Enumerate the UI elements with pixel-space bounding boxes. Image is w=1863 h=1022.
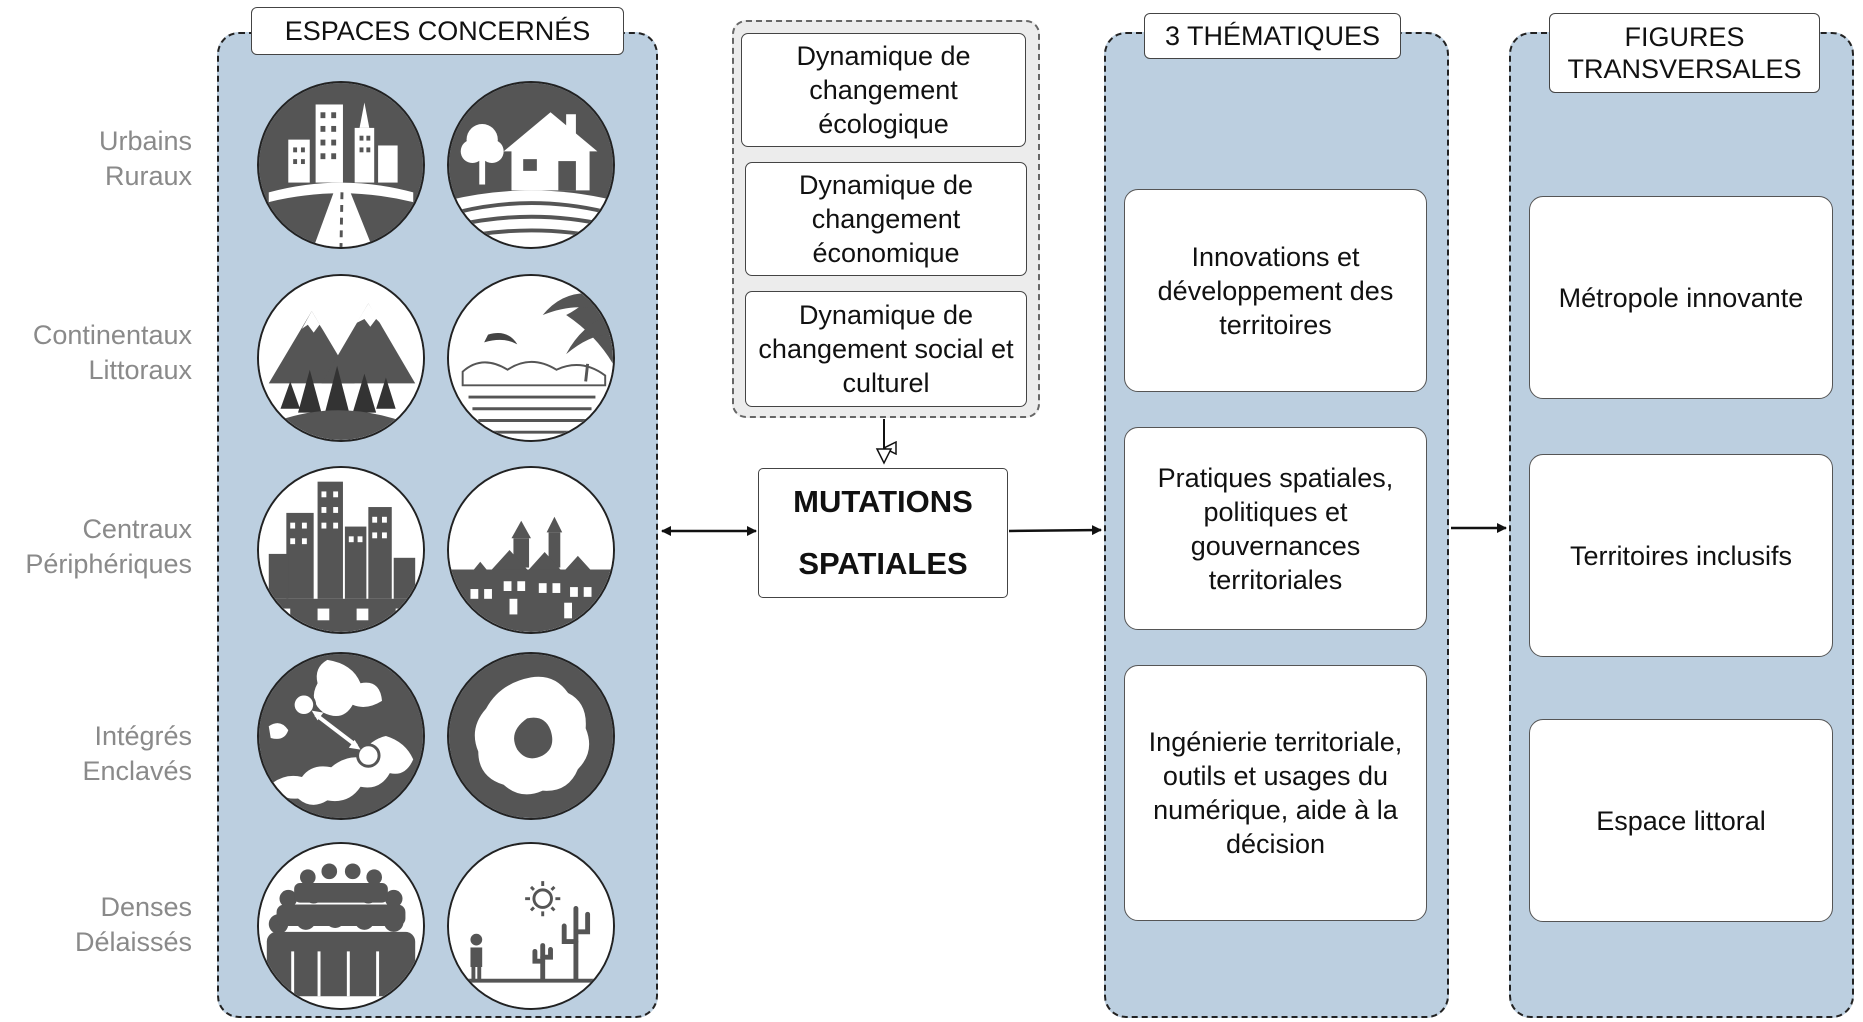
row-label-urbains-ruraux: Urbains Ruraux (99, 124, 192, 194)
crowd-icon (257, 842, 425, 1010)
row-label-line2: Enclavés (82, 756, 192, 786)
dynamique-ecologique-box: Dynamique de changement écologique (741, 33, 1026, 147)
connected-islands-icon (257, 652, 425, 820)
arrow-mutations-thematiques (1008, 525, 1102, 536)
figure-card: Métropole innovante (1529, 196, 1833, 399)
espaces-title: ESPACES CONCERNÉS (251, 7, 624, 55)
figures-title: FIGURES TRANSVERSALES (1549, 13, 1820, 93)
row-label-integres-enclaves: Intégrés Enclavés (82, 719, 192, 789)
mountain-forest-icon (257, 274, 425, 442)
row-label-line2: Délaissés (74, 927, 192, 957)
thematique-card: Ingénierie territoriale, outils et usage… (1124, 665, 1427, 921)
row-label-line2: Littoraux (88, 355, 192, 385)
row-label-denses-delaisses: Denses Délaissés (75, 890, 192, 960)
row-label-line1: Continentaux (32, 320, 192, 350)
dynamique-social-culturel-box: Dynamique de changement social et cultur… (745, 291, 1027, 407)
mutations-line1: MUTATIONS (793, 484, 973, 519)
mutations-line2: SPATIALES (798, 546, 968, 581)
thematique-card: Pratiques spatiales, politiques et gouve… (1124, 427, 1427, 630)
desert-person-icon (447, 842, 615, 1010)
row-label-centraux-peripheriques: Centraux Périphériques (25, 512, 192, 582)
dynamique-economique-box: Dynamique de changement économique (745, 162, 1027, 276)
mutations-spatiales-box: MUTATIONS SPATIALES (758, 468, 1008, 598)
row-label-continentaux-littoraux: Continentaux Littoraux (33, 318, 192, 388)
arrow-dynamiques-mutations-head2 (875, 448, 893, 465)
city-road-icon (257, 81, 425, 249)
row-label-line1: Urbains (98, 126, 192, 156)
row-label-line2: Périphériques (25, 549, 192, 579)
thematique-card: Innovations et développement des territo… (1124, 189, 1427, 392)
thematiques-title: 3 THÉMATIQUES (1144, 13, 1401, 59)
row-label-line1: Centraux (82, 514, 192, 544)
figure-card: Territoires inclusifs (1529, 454, 1833, 657)
tropical-coast-icon (447, 274, 615, 442)
enclave-icon (447, 652, 615, 820)
farmhouse-icon (447, 81, 615, 249)
row-label-line1: Denses (100, 892, 192, 922)
row-label-line2: Ruraux (104, 161, 192, 191)
row-label-line1: Intégrés (94, 721, 192, 751)
figure-card: Espace littoral (1529, 719, 1833, 922)
